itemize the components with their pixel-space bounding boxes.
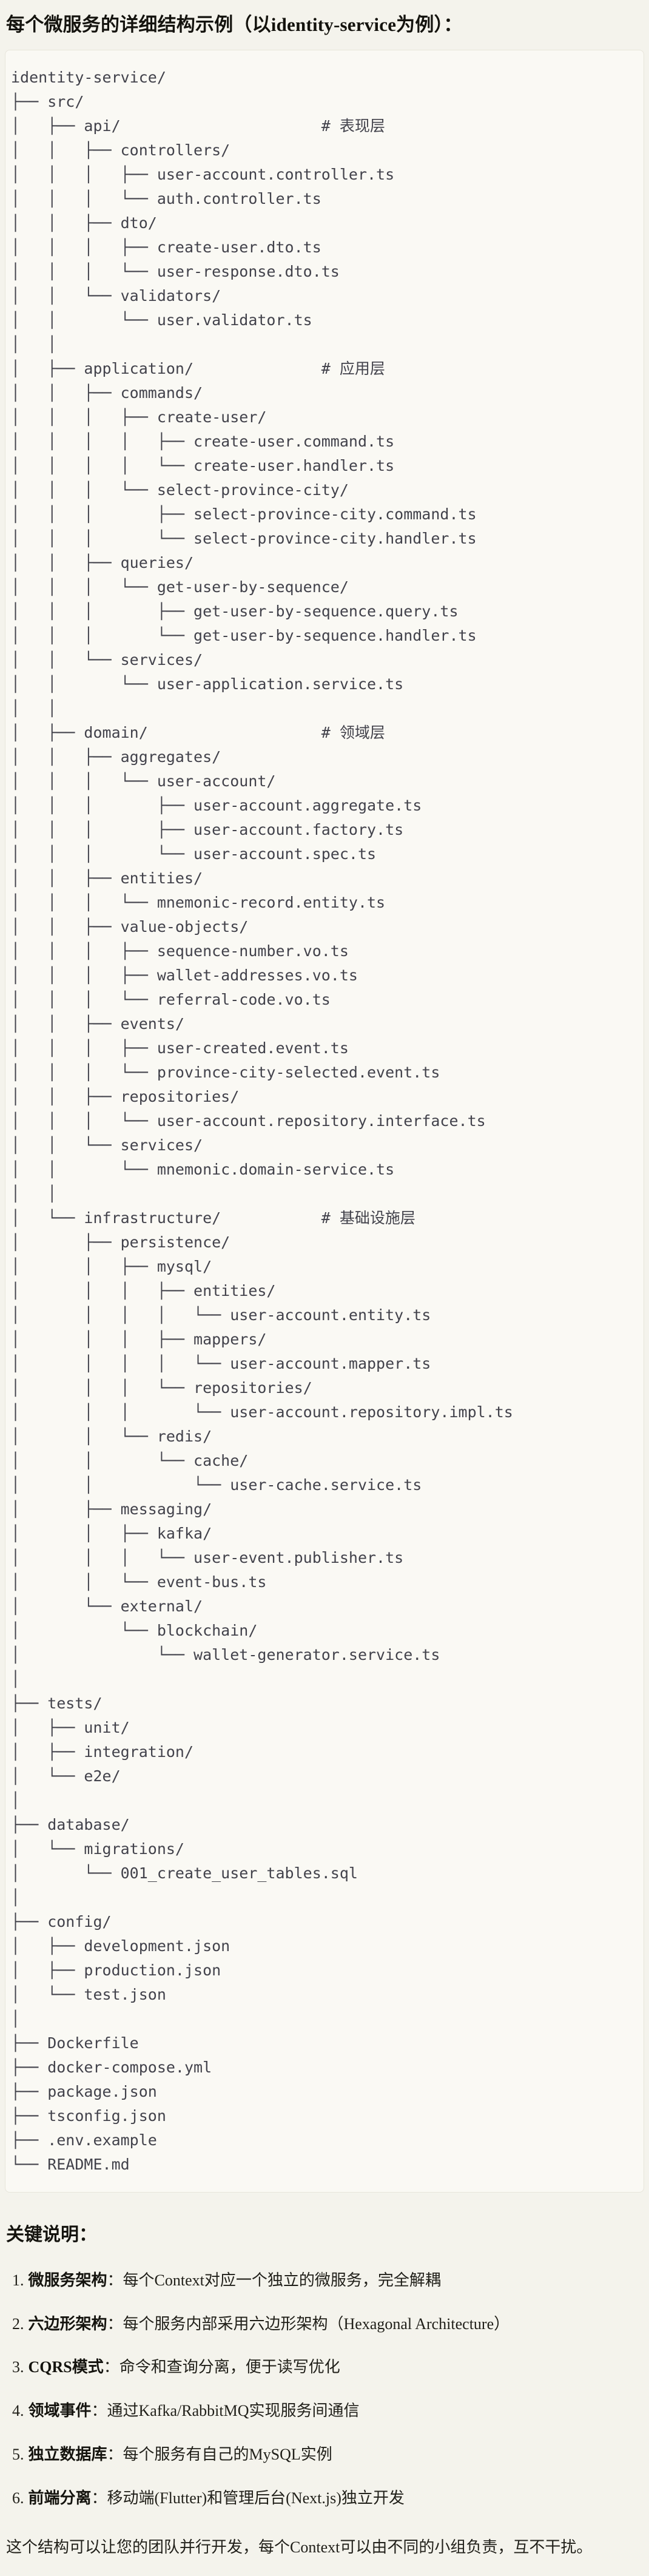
note-item: 1.微服务架构：每个Context对应一个独立的微服务，完全解耦 xyxy=(12,2270,643,2291)
note-text: ：命令和查询分离，便于读写优化 xyxy=(103,2358,340,2376)
note-item: 2.六边形架构：每个服务内部采用六边形架构（Hexagonal Architec… xyxy=(12,2314,643,2335)
note-label: 独立数据库 xyxy=(28,2446,107,2464)
note-label: 微服务架构 xyxy=(28,2271,107,2289)
note-item: 4.领域事件：通过Kafka/RabbitMQ实现服务间通信 xyxy=(12,2401,643,2421)
directory-tree: identity-service/ ├── src/ │ ├── api/ # … xyxy=(11,68,513,2173)
note-text: ：通过Kafka/RabbitMQ实现服务间通信 xyxy=(91,2402,360,2420)
note-item: 5.独立数据库：每个服务有自己的MySQL实例 xyxy=(12,2444,643,2465)
notes-list: 1.微服务架构：每个Context对应一个独立的微服务，完全解耦 2.六边形架构… xyxy=(6,2270,643,2509)
note-number: 1. xyxy=(12,2271,24,2289)
note-number: 3. xyxy=(12,2358,24,2376)
closing-paragraph: 这个结构可以让您的团队并行开发，每个Context可以由不同的小组负责，互不干扰… xyxy=(6,2538,593,2556)
note-text: ：移动端(Flutter)和管理后台(Next.js)独立开发 xyxy=(91,2489,405,2507)
note-label: 六边形架构 xyxy=(28,2315,107,2333)
note-number: 6. xyxy=(12,2489,24,2507)
page-title: 每个微服务的详细结构示例（以identity-service为例）： xyxy=(6,14,463,35)
key-notes-section: 关键说明： 1.微服务架构：每个Context对应一个独立的微服务，完全解耦 2… xyxy=(5,2193,644,2558)
note-label: CQRS模式 xyxy=(28,2358,104,2376)
note-number: 5. xyxy=(12,2446,24,2464)
note-item: 6.前端分离：移动端(Flutter)和管理后台(Next.js)独立开发 xyxy=(12,2488,643,2509)
note-text: ：每个服务有自己的MySQL实例 xyxy=(107,2446,332,2464)
notes-heading: 关键说明： xyxy=(6,2224,97,2245)
note-label: 领域事件 xyxy=(28,2402,92,2420)
directory-tree-code-block: identity-service/ ├── src/ │ ├── api/ # … xyxy=(5,49,644,2193)
note-text: ：每个服务内部采用六边形架构（Hexagonal Architecture） xyxy=(107,2315,510,2333)
note-number: 4. xyxy=(12,2402,24,2420)
note-text: ：每个Context对应一个独立的微服务，完全解耦 xyxy=(107,2271,441,2289)
note-label: 前端分离 xyxy=(28,2489,92,2507)
note-number: 2. xyxy=(12,2315,24,2333)
note-item: 3.CQRS模式：命令和查询分离，便于读写优化 xyxy=(12,2357,643,2378)
